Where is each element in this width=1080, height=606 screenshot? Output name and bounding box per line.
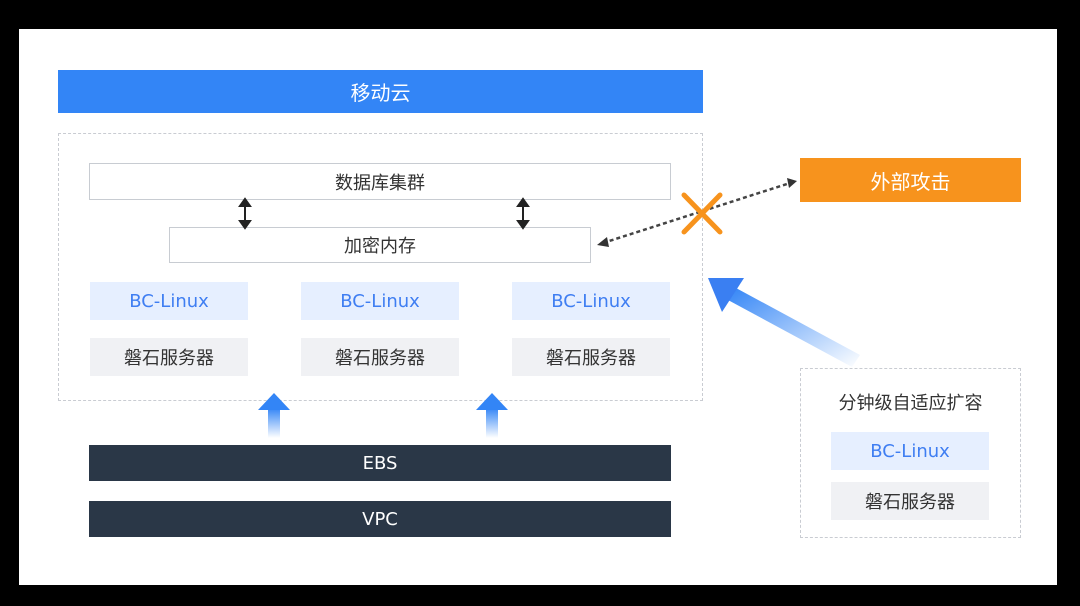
node-2-os-tile: BC-Linux xyxy=(301,282,459,320)
cloud-title-bar: 移动云 xyxy=(58,70,703,113)
up-arrow-left xyxy=(258,393,290,438)
scaling-title: 分钟级自适应扩容 xyxy=(838,393,983,414)
blocked-x-icon xyxy=(681,192,723,235)
scaling-frame xyxy=(800,368,1021,538)
node-3-os-tile: BC-Linux xyxy=(512,282,670,320)
attack-dashed-arrow xyxy=(597,178,797,247)
db-memory-arrow-right xyxy=(516,197,530,230)
scaling-arrow xyxy=(708,278,860,367)
vpc-bar: VPC xyxy=(89,501,671,537)
scaling-server-tile: 磐石服务器 xyxy=(831,482,989,520)
scaling-os-tile: BC-Linux xyxy=(831,432,989,470)
node-1-os-tile: BC-Linux xyxy=(90,282,248,320)
external-attack-box: 外部攻击 xyxy=(800,158,1021,202)
up-arrow-right xyxy=(476,393,508,438)
encrypted-memory-box: 加密内存 xyxy=(169,227,591,263)
ebs-bar: EBS xyxy=(89,445,671,481)
node-2-server-tile: 磐石服务器 xyxy=(301,338,459,376)
node-3-server-tile: 磐石服务器 xyxy=(512,338,670,376)
db-memory-arrow-left xyxy=(238,197,252,230)
database-cluster-box: 数据库集群 xyxy=(89,163,671,200)
node-1-server-tile: 磐石服务器 xyxy=(90,338,248,376)
cluster-frame xyxy=(58,133,703,401)
